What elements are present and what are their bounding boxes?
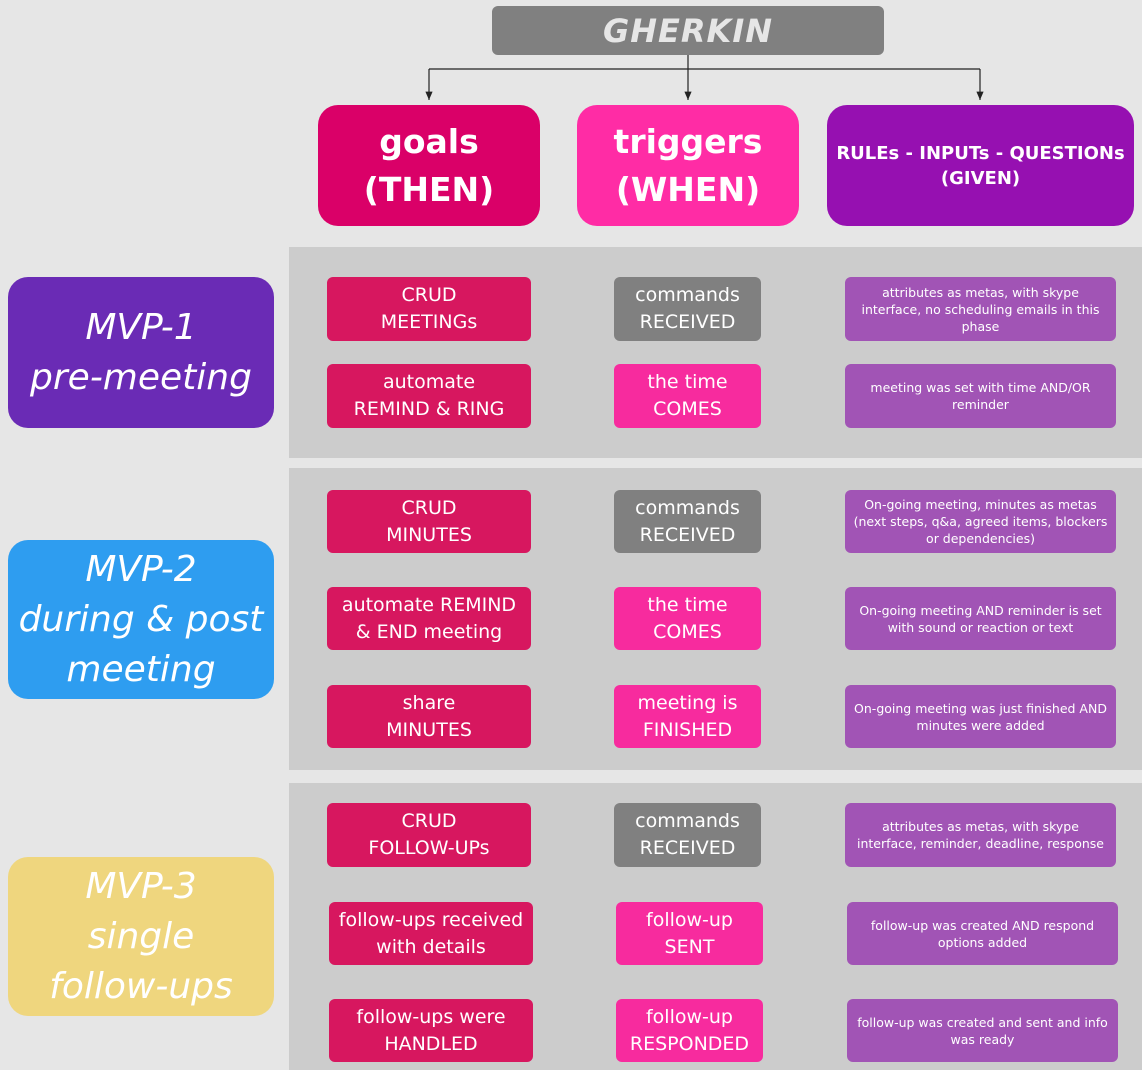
goal-box: follow-ups received with details (329, 902, 533, 965)
trigger-box: commands RECEIVED (614, 803, 761, 867)
trigger-box: the time COMES (614, 587, 761, 650)
rule-box: On-going meeting, minutes as metas (next… (845, 490, 1116, 553)
goal-box: follow-ups were HANDLED (329, 999, 533, 1062)
trigger-box: follow-up SENT (616, 902, 763, 965)
goal-box: CRUD MINUTES (327, 490, 531, 553)
goal-box: share MINUTES (327, 685, 531, 748)
rule-box: follow-up was created AND respond option… (847, 902, 1118, 965)
rule-box: meeting was set with time AND/OR reminde… (845, 364, 1116, 428)
header-triggers: triggers (WHEN) (577, 105, 799, 226)
trigger-box: follow-up RESPONDED (616, 999, 763, 1062)
goal-box: CRUD MEETINGs (327, 277, 531, 341)
rule-box: attributes as metas, with skype interfac… (845, 277, 1116, 341)
mvp-2-label: MVP-2 during & post meeting (8, 540, 274, 699)
mvp-1-label: MVP-1 pre-meeting (8, 277, 274, 428)
header-rules: RULEs - INPUTs - QUESTIONs (GIVEN) (827, 105, 1134, 226)
page-title: GHERKIN (492, 6, 884, 55)
trigger-box: commands RECEIVED (614, 490, 761, 553)
header-goals: goals (THEN) (318, 105, 540, 226)
rule-box: On-going meeting was just finished AND m… (845, 685, 1116, 748)
trigger-box: the time COMES (614, 364, 761, 428)
goal-box: automate REMIND & END meeting (327, 587, 531, 650)
mvp-3-label: MVP-3 single follow-ups (8, 857, 274, 1016)
trigger-box: commands RECEIVED (614, 277, 761, 341)
goal-box: CRUD FOLLOW-UPs (327, 803, 531, 867)
rule-box: On-going meeting AND reminder is set wit… (845, 587, 1116, 650)
rule-box: attributes as metas, with skype interfac… (845, 803, 1116, 867)
trigger-box: meeting is FINISHED (614, 685, 761, 748)
rule-box: follow-up was created and sent and info … (847, 999, 1118, 1062)
goal-box: automate REMIND & RING (327, 364, 531, 428)
